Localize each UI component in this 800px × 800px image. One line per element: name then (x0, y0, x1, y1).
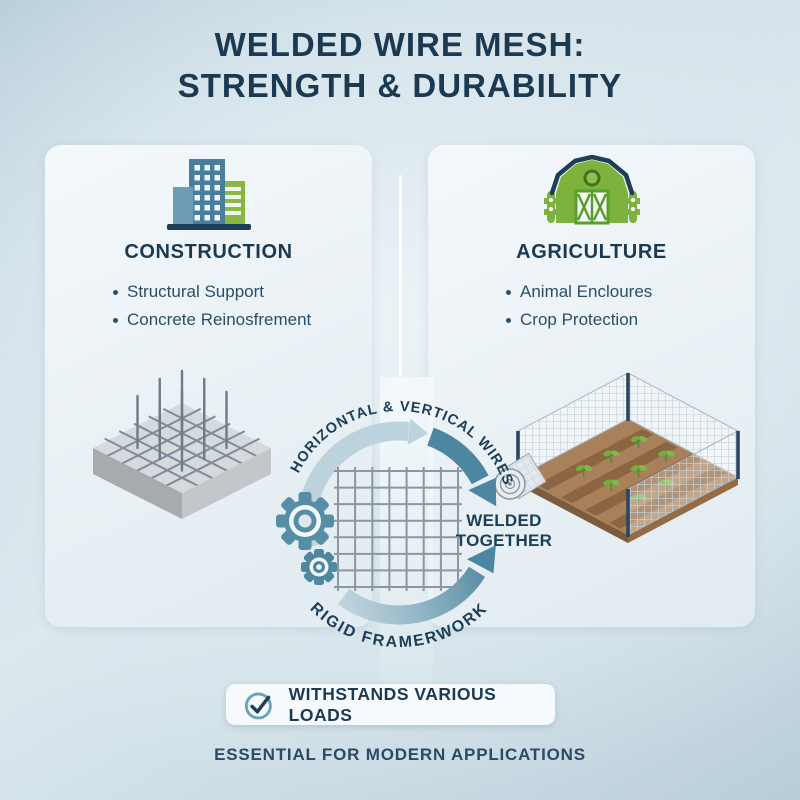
wire-mesh-grid (334, 467, 462, 591)
cycle-arrowhead-right (468, 477, 497, 507)
bullet-dot (506, 289, 511, 295)
construction-panel: CONSTRUCTION Structural Support Concrete… (45, 145, 372, 627)
fence-posts (516, 373, 740, 537)
construction-heading: CONSTRUCTION (124, 241, 293, 263)
bullet-text: Structural Support (127, 282, 265, 301)
page-title-line1: WELDED WIRE MESH: (214, 26, 586, 63)
center-label-line1: WELDED (466, 511, 541, 530)
barn-door-cross (576, 193, 607, 221)
list-item: Crop Protection (506, 306, 652, 334)
barn-icon (543, 154, 640, 225)
list-item: Animal Encloures (506, 278, 652, 306)
bullet-text: Animal Encloures (520, 282, 653, 301)
mesh-cycle-diagram: HORIZONTAL & VERTICAL WIRES RIGID FRAMER… (276, 399, 553, 651)
agriculture-bullet-list: Animal Encloures Crop Protection (506, 278, 652, 334)
cycle-arrow-right (426, 427, 489, 485)
badge-label: WITHSTANDS VARIOUS LOADS (288, 683, 497, 725)
check-circle-icon (244, 691, 272, 719)
cycle-arrow-bottom (337, 566, 486, 625)
fenced-field-illustration (494, 372, 740, 543)
page-title: WELDED WIRE MESH: STRENGTH & DURABILITY (0, 24, 800, 106)
panel-divider (399, 175, 402, 377)
withstands-loads-badge: WITHSTANDS VARIOUS LOADS (226, 684, 555, 725)
bullet-text: Concrete Reinosfrement (127, 310, 312, 329)
bullet-text: Crop Protection (520, 310, 639, 329)
center-label-line2: TOGETHER (456, 531, 553, 550)
cycle-arrowhead-bottom (467, 545, 496, 574)
rebar-rods (136, 369, 228, 472)
list-item: Structural Support (113, 278, 311, 306)
mesh-roll (494, 452, 547, 500)
cycle-arrowhead-top (407, 418, 428, 445)
bullet-dot (113, 317, 118, 323)
footer-text: ESSENTIAL FOR MODERN APPLICATIONS (214, 745, 586, 764)
page-title-line2: STRENGTH & DURABILITY (177, 67, 623, 104)
concrete-slab-illustration (93, 369, 271, 519)
gears-icon (276, 492, 337, 585)
agriculture-heading: AGRICULTURE (516, 241, 667, 263)
bullet-dot (113, 289, 118, 295)
bullet-dot (506, 317, 511, 323)
buildings-icon (166, 159, 251, 230)
list-item: Concrete Reinosfrement (113, 306, 311, 334)
agriculture-panel: AGRICULTURE Animal Encloures Crop Protec… (428, 145, 755, 627)
construction-bullet-list: Structural Support Concrete Reinosfremen… (113, 278, 311, 334)
mesh-fence (517, 372, 739, 536)
